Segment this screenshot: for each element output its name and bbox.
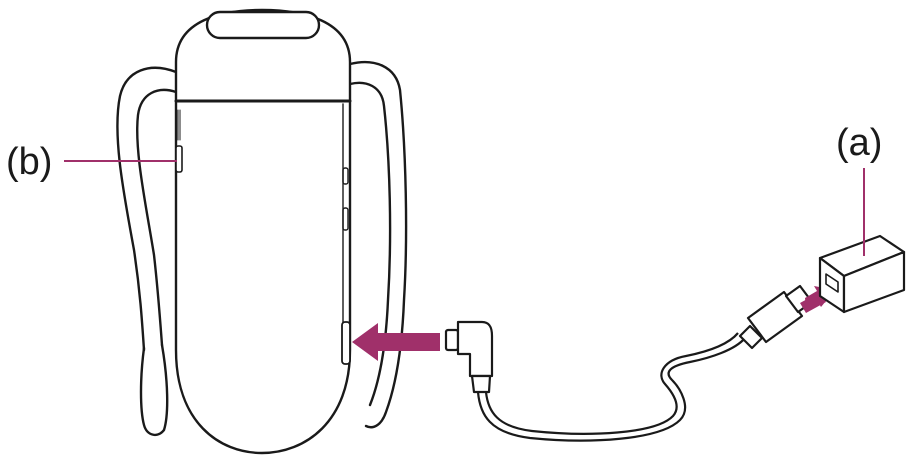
micro-usb-tip [444, 328, 460, 352]
side-button-lower [342, 207, 349, 231]
micro-usb-strain-relief [470, 374, 492, 394]
right-arm-outline [348, 60, 408, 429]
usb-cable-cord [476, 337, 746, 442]
callout-label-b: (b) [6, 141, 53, 183]
insert-arrow-adapter-shaft [800, 292, 826, 313]
usb-port [341, 321, 351, 365]
indicator-text-marks [177, 109, 181, 141]
adapter-usb-port [825, 273, 839, 293]
right-arm-inner [348, 81, 392, 407]
usb-a-body [746, 290, 804, 344]
usb-cable-cord-inner [484, 332, 739, 435]
usb-ac-adapter-icon [818, 234, 906, 314]
neck-speaker-icon [116, 8, 408, 455]
callout-label-a: (a) [836, 122, 883, 164]
usb-cable-icon [444, 284, 814, 442]
charging-indicator [175, 145, 183, 173]
left-arm-outline [116, 66, 178, 352]
left-arm-tip [139, 343, 169, 437]
insert-arrow-device-icon [352, 323, 440, 361]
adapter-side-face [842, 250, 906, 314]
side-button-upper [342, 167, 349, 185]
micro-usb-head [456, 320, 494, 378]
speaker-body [174, 8, 352, 455]
left-arm-inner [136, 88, 178, 347]
top-button [205, 10, 321, 40]
